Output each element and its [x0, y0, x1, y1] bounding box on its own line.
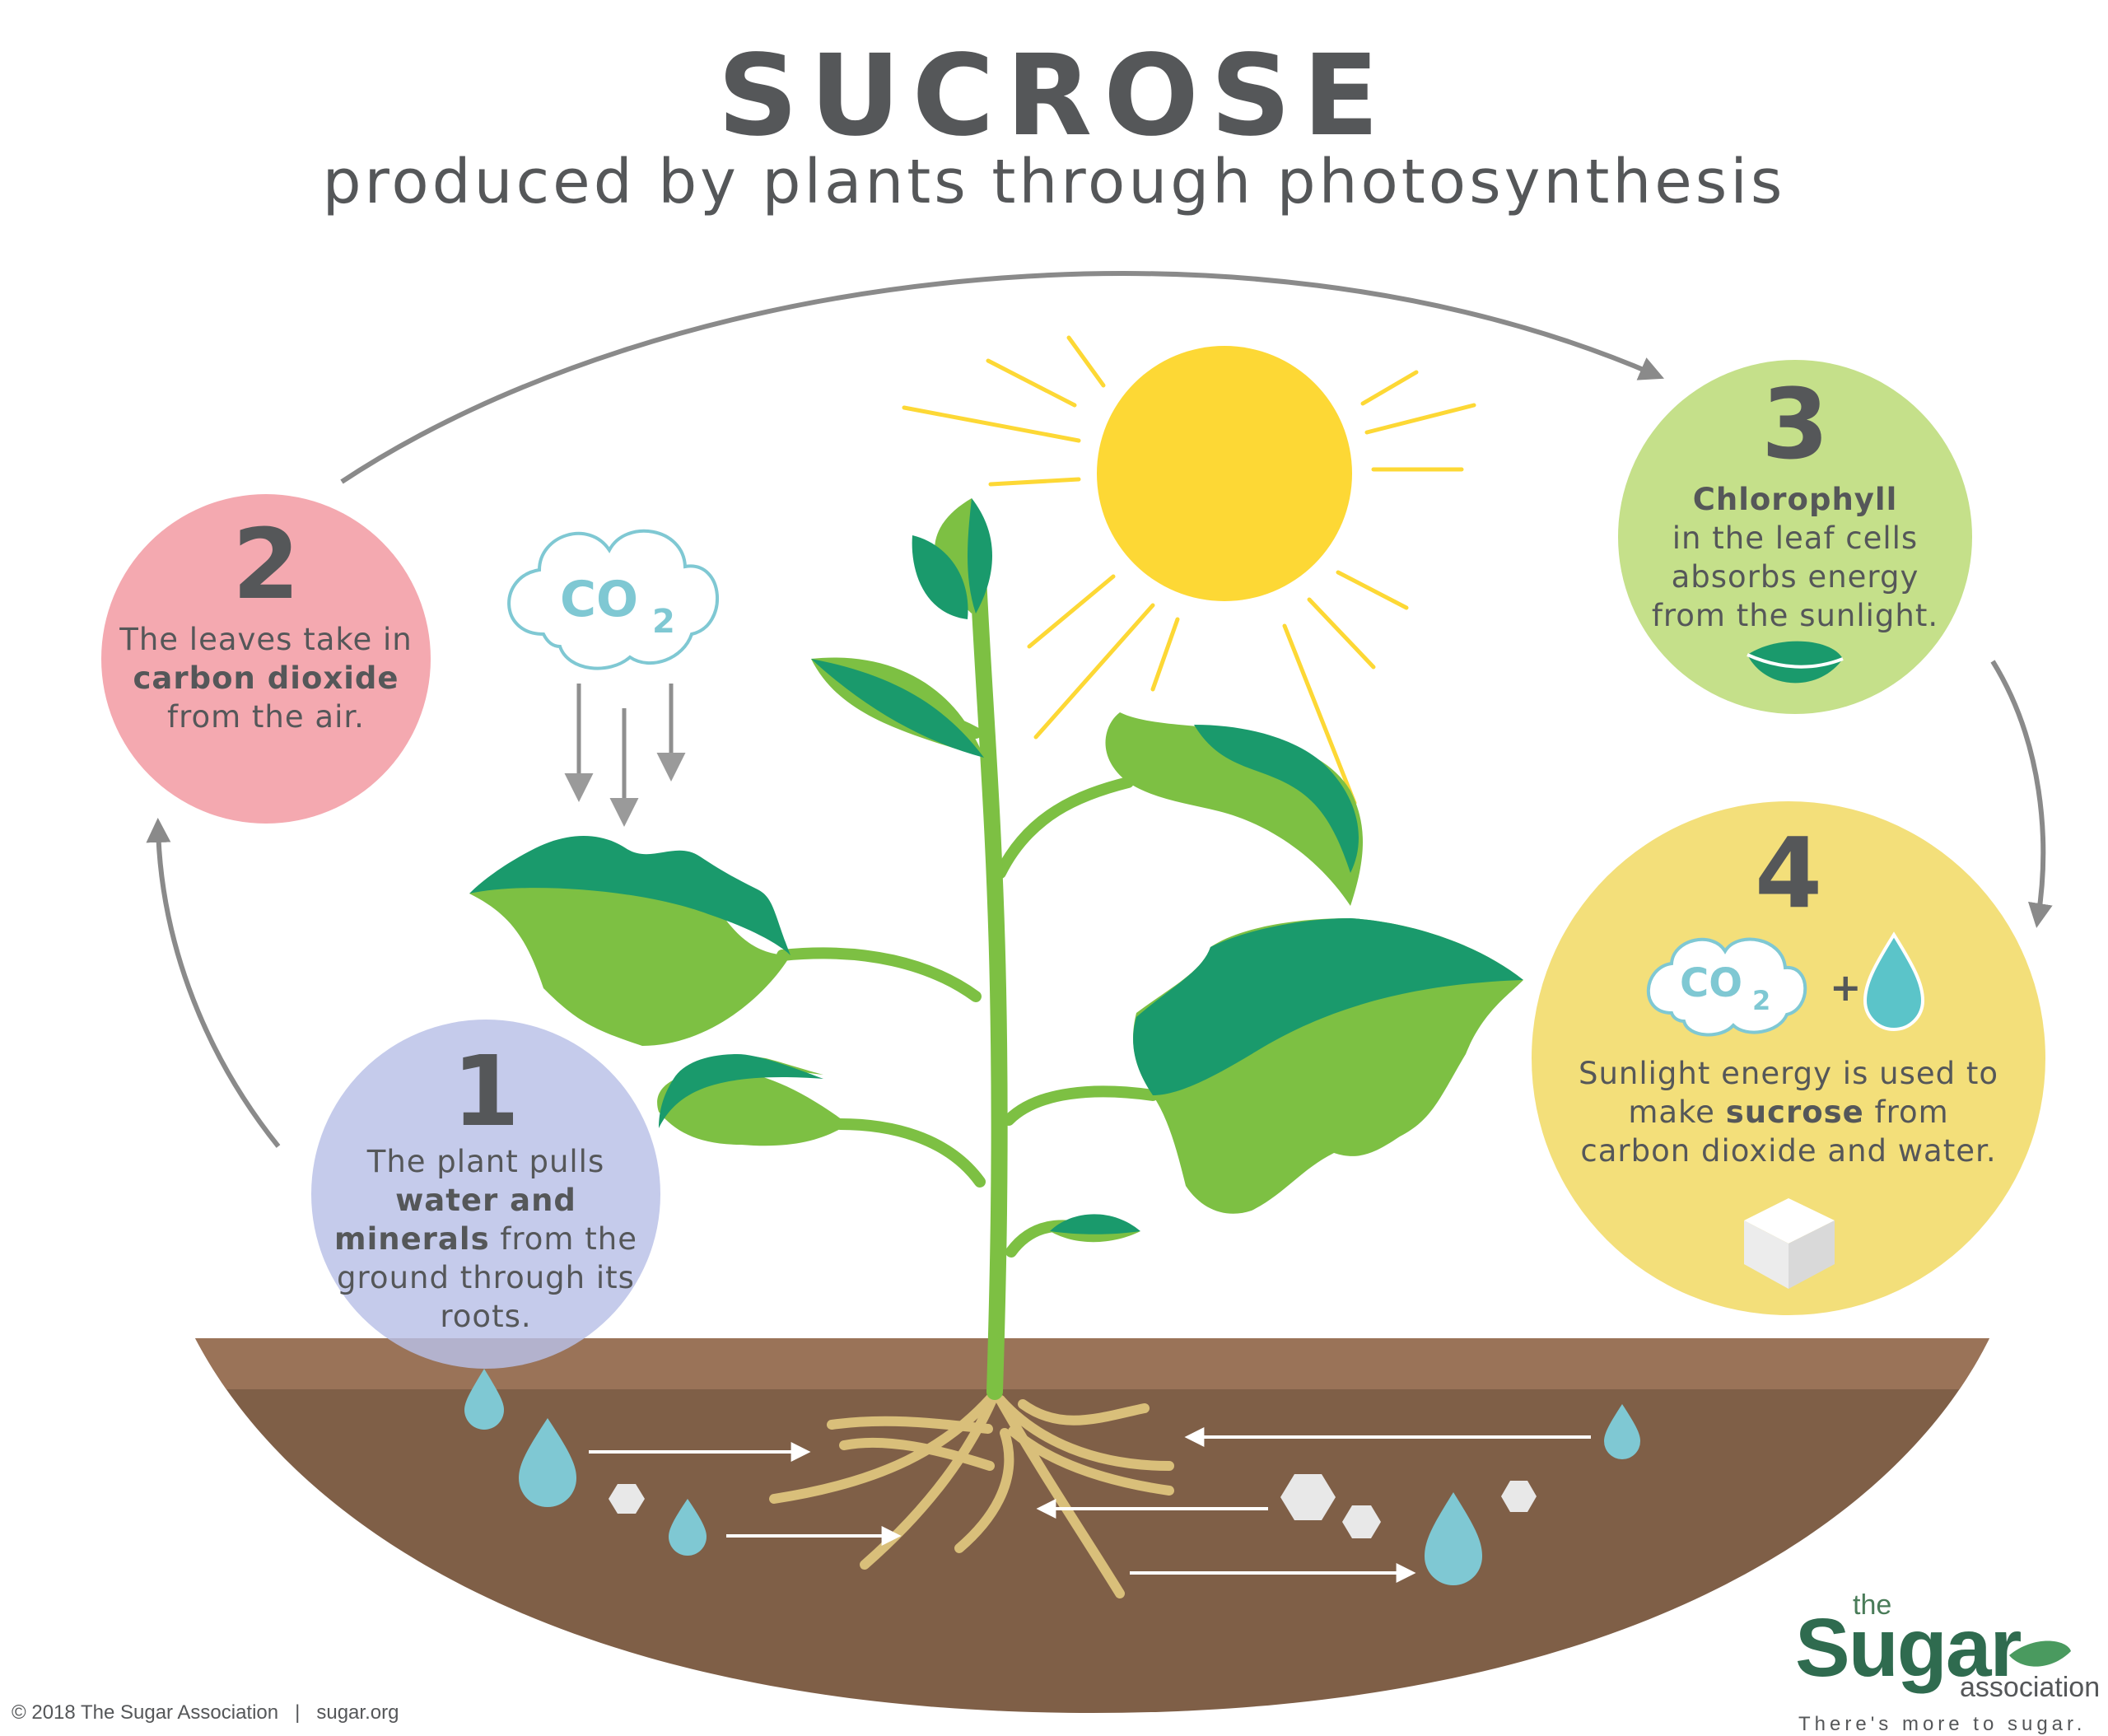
- page-title: SUCROSE: [717, 31, 1391, 161]
- roots: [769, 1385, 1174, 1598]
- step-1-circle: [311, 1020, 660, 1369]
- step-4-number: 4: [1754, 816, 1823, 930]
- svg-text:CO: CO: [560, 571, 638, 628]
- step-4-circle: [1532, 801, 2045, 1315]
- plus-sign: +: [1830, 965, 1862, 1010]
- sun-icon: [902, 335, 1476, 805]
- step-2: 2 The leaves take in carbon dioxide from…: [110, 515, 422, 736]
- step-4-text: Sunlight energy is used to make sucrose …: [1578, 1056, 1999, 1169]
- step-1-text: The plant pulls water and minerals from …: [334, 1144, 637, 1334]
- sugar-cube-icon: [1744, 1198, 1835, 1289]
- cycle-arrow-3-to-4: [1990, 660, 2053, 928]
- svg-text:CO: CO: [1680, 960, 1742, 1006]
- plant: [469, 498, 1523, 1400]
- water-drop-icon: [464, 1369, 1640, 1585]
- logo-the: the: [1853, 1589, 1892, 1621]
- step-2-text: The leaves take in carbon dioxide from t…: [119, 622, 413, 735]
- logo-association: association: [1960, 1672, 2101, 1703]
- step-1-number: 1: [451, 1034, 520, 1148]
- svg-text:2: 2: [1752, 985, 1770, 1016]
- sugar-association-logo: the Sugar association There's more to su…: [1795, 1589, 2104, 1735]
- logo-sugar: Sugar: [1795, 1602, 2022, 1694]
- cycle-arrow-2-to-3: [340, 271, 1665, 484]
- mineral-hexagon-icon: [609, 1474, 1537, 1538]
- co2-cloud-icon: CO 2: [507, 529, 719, 670]
- step-4: 4 Sunlight energy is used to make sucros…: [1574, 824, 2003, 1170]
- svg-text:2: 2: [652, 603, 675, 641]
- logo-tagline: There's more to sugar.: [1798, 1713, 2087, 1735]
- soil: [195, 1338, 1989, 1713]
- co2-cloud-icon: CO 2: [1646, 937, 1807, 1037]
- cycle-arrow-1-to-2: [146, 818, 281, 1148]
- leaf-icon: [1747, 641, 1844, 684]
- step-2-circle: [101, 494, 431, 824]
- footer-credit: © 2018 The Sugar Association | sugar.org: [12, 1701, 399, 1724]
- water-drop-icon: [1863, 931, 1925, 1031]
- page-subtitle: produced by plants through photosynthesi…: [322, 147, 1786, 217]
- step-2-number: 2: [231, 507, 301, 621]
- step-1: 1 The plant pulls water and minerals fro…: [313, 1042, 659, 1336]
- logo-leaf-icon: [2009, 1640, 2071, 1667]
- step-3-number: 3: [1761, 367, 1830, 481]
- step-3-circle: [1618, 360, 1972, 714]
